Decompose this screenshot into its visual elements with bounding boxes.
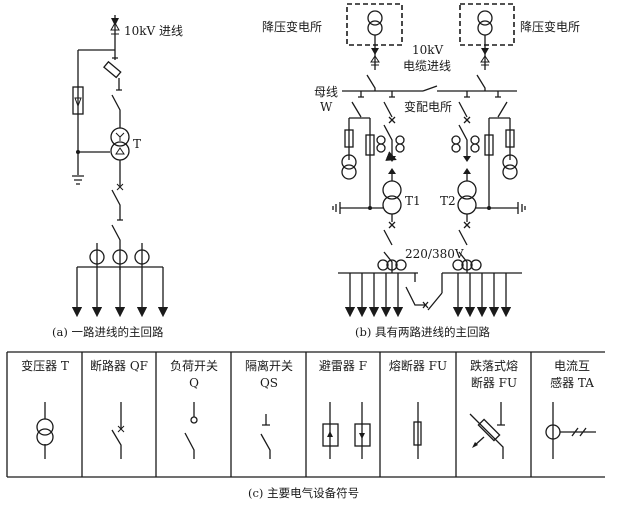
arrester-icon: [365, 134, 375, 156]
ground-right-icon: [517, 202, 526, 214]
lightning-arrester-icon: [72, 86, 84, 115]
t2-transformer-icon: [457, 180, 477, 200]
load-switch-icon: [111, 94, 121, 128]
transformer-label: T: [133, 137, 141, 151]
caption-b: (b) 具有两路进线的主回路: [355, 325, 490, 339]
symbols-table: 变压器 T 断路器 QF 负荷开关 Q 隔离开关 QS 避雷器 F 熔断器 FU…: [6, 351, 605, 500]
substation-left-transformer-icon: [367, 10, 383, 36]
table-header-label: 负荷开关: [170, 359, 218, 373]
current-transformer-symbol-icon: [545, 402, 596, 459]
right-pt-branch: [488, 101, 511, 208]
table-header-label: 断路器 QF: [90, 358, 148, 373]
table-header-label: 电流互: [554, 359, 590, 373]
table-header-label: 隔离开关: [245, 358, 293, 373]
table-headers: 变压器 T 断路器 QF 负荷开关 Q 隔离开关 QS 避雷器 F 熔断器 FU…: [21, 358, 594, 390]
pt-transformer-icon: [341, 154, 357, 170]
incoming-label: 10kV 进线: [124, 24, 183, 38]
feeder-arrows: [71, 267, 169, 318]
transformer-icon: [110, 127, 130, 147]
table-header-label: 断器 FU: [471, 375, 517, 390]
circuit-breaker-symbol-icon: [111, 402, 125, 459]
table-header-label: 跌落式熔: [470, 358, 518, 373]
substation-right-box: [459, 3, 515, 46]
lv-bus-tie-breaker: [405, 273, 443, 311]
table-header-label: Q: [189, 376, 199, 390]
junction-dot: [76, 150, 80, 154]
table-grid: [6, 351, 605, 478]
t1-switchgear: [383, 101, 396, 158]
incoming-switches: [366, 74, 486, 91]
fuse-symbol-icon: [413, 402, 422, 459]
fuse-icon: [344, 129, 354, 148]
caption-a: (a) 一路进线的主回路: [52, 325, 164, 339]
busbar-label: 母线: [314, 85, 338, 99]
lightning-arrester-symbol-icon: [322, 402, 371, 459]
breaker-icon: [111, 160, 121, 220]
ground-icon: [72, 175, 84, 185]
left-pt-branch: [348, 101, 371, 208]
table-header-label: 熔断器 FU: [389, 358, 447, 373]
dropout-fuse-icon: [103, 60, 122, 79]
cable-voltage-label: 10kV: [412, 43, 444, 57]
dropout-fuse-symbol-icon: [469, 402, 505, 459]
caption-c: (c) 主要电气设备符号: [248, 486, 359, 500]
disconnector-symbol-icon: [260, 414, 271, 459]
arrester-branch: [77, 49, 115, 175]
transformer-symbol-icon: [36, 402, 54, 459]
feeder-arrows-b: [344, 273, 512, 318]
busbar-symbol: W: [320, 100, 333, 114]
low-voltage-label: 220/380V: [405, 247, 464, 261]
substation-right-label: 降压变电所: [520, 19, 580, 34]
cable-label: 电缆进线: [403, 59, 451, 73]
disconnector-icon: [111, 219, 123, 270]
substation-left-label: 降压变电所: [262, 19, 322, 34]
cable-head-icon: [110, 21, 120, 35]
t1-transformer-icon: [382, 180, 402, 200]
bus-tie-switch: [422, 85, 438, 92]
t2-label: T2: [440, 194, 456, 208]
table-header-label: 感器 TA: [550, 375, 594, 390]
table-header-label: QS: [260, 376, 278, 390]
substation-right-transformer-icon: [477, 10, 493, 36]
t1-label: T1: [405, 194, 421, 208]
diagram-a-single-incoming: 10kV 进线 T (a) 一路进线的主回路: [52, 15, 183, 339]
table-header-label: 避雷器 F: [319, 359, 367, 373]
table-header-label: 变压器 T: [21, 358, 69, 373]
load-switch-symbol-icon: [184, 402, 198, 459]
ground-left-icon: [332, 202, 341, 214]
diagram-b-dual-incoming: 降压变电所 降压变电所 10kV 电缆进线 母线 W 变配电所: [262, 3, 580, 339]
station-label: 变配电所: [404, 99, 452, 114]
